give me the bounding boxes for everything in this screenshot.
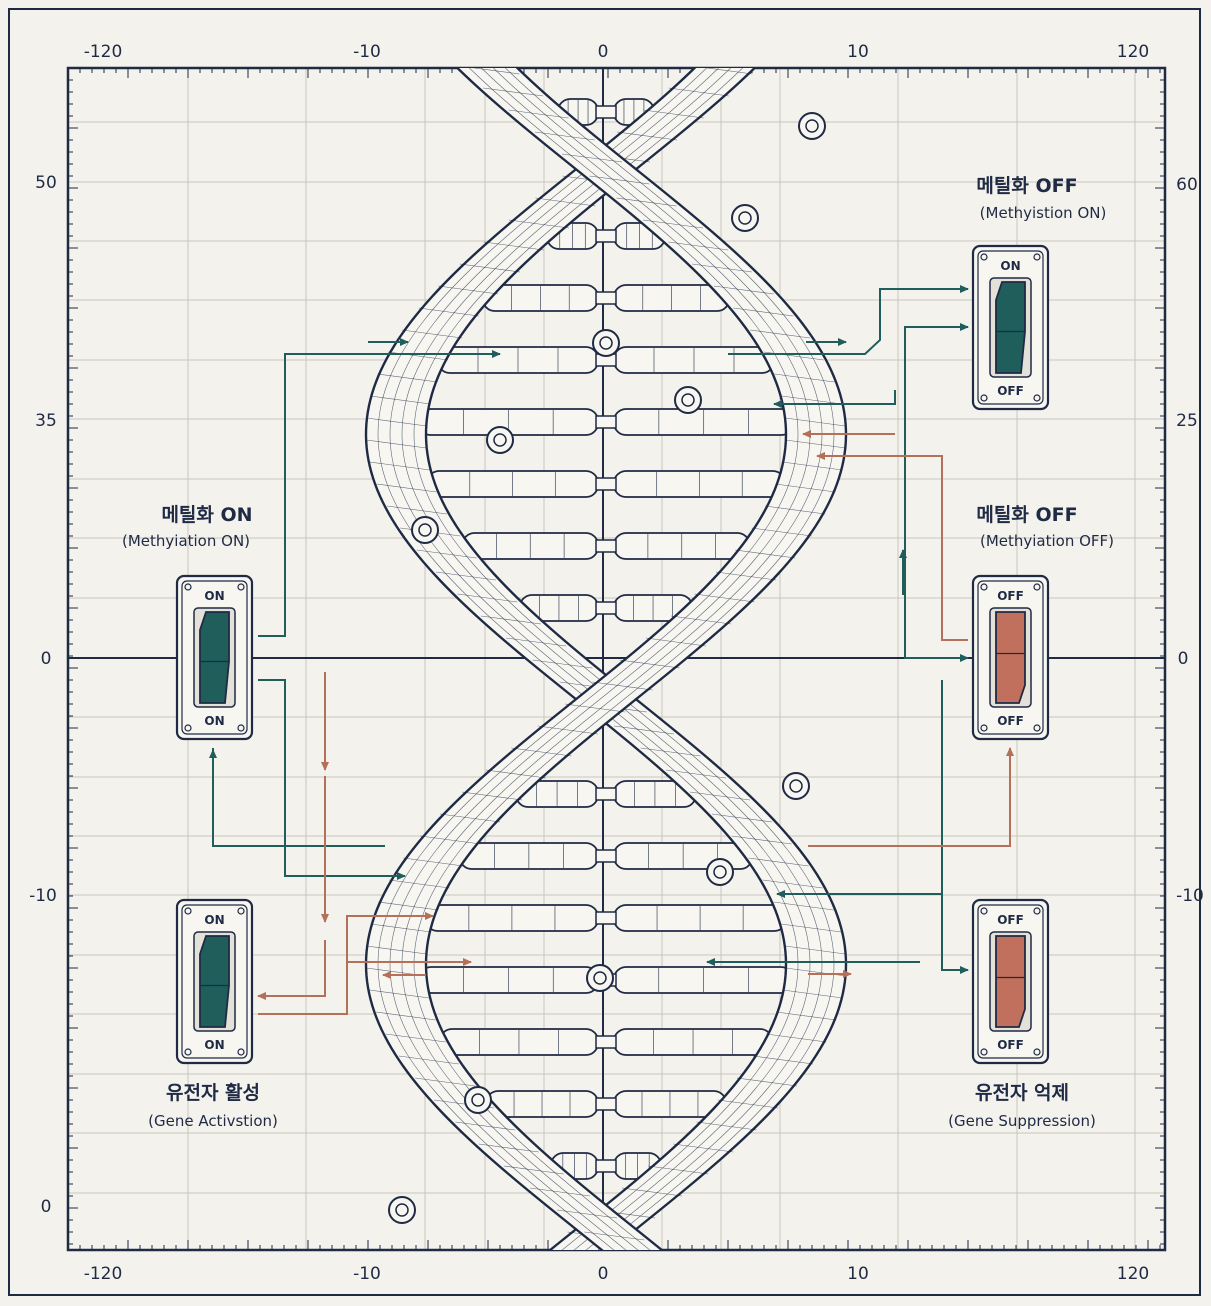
toggle-switch-left-top[interactable]: ON ON xyxy=(177,576,252,739)
switch-top-label: ON xyxy=(204,913,224,927)
base-pair-rung xyxy=(483,285,729,311)
helix-rivet xyxy=(707,859,733,885)
switch-lever[interactable] xyxy=(996,282,1025,373)
right-tick-label: -10 xyxy=(1176,886,1204,906)
right-tick-label: 0 xyxy=(1178,649,1189,669)
helix-rivet xyxy=(389,1197,415,1223)
helix-rivet xyxy=(675,387,701,413)
arrow-connector xyxy=(213,748,385,846)
switch-bottom-label: OFF xyxy=(997,384,1024,398)
base-pair-rung xyxy=(520,595,692,621)
switch-top-label: OFF xyxy=(997,589,1024,603)
left-tick-label: -10 xyxy=(29,886,57,906)
top-tick-label: 0 xyxy=(598,42,609,62)
base-pair-rung xyxy=(486,1091,726,1117)
right-tick-labels: 60 25 0 -10 xyxy=(1176,175,1204,906)
toggle-switch-right-bottom[interactable]: OFF OFF xyxy=(973,900,1048,1063)
label-subtitle: (Gene Activstion) xyxy=(148,1112,278,1130)
switch-top-label: OFF xyxy=(997,913,1024,927)
base-pair-rung xyxy=(462,533,749,559)
switch-top-label: ON xyxy=(204,589,224,603)
bottom-tick-label: -10 xyxy=(353,1264,381,1284)
switch-bottom-label: OFF xyxy=(997,1038,1024,1052)
label-title: 유전자 억제 xyxy=(975,1082,1069,1104)
right-tick-label: 25 xyxy=(1176,411,1198,431)
label-gene-suppression: 유전자 억제 (Gene Suppression) xyxy=(948,1082,1096,1130)
base-pair-rung xyxy=(516,781,696,807)
top-tick-label: 120 xyxy=(1117,42,1149,62)
helix-rivet xyxy=(412,517,438,543)
bottom-tick-label: 120 xyxy=(1117,1264,1149,1284)
switch-lever[interactable] xyxy=(200,936,229,1027)
dna-double-helix xyxy=(366,40,846,1288)
left-tick-label: 0 xyxy=(41,1197,52,1217)
left-tick-label: 0 xyxy=(41,649,52,669)
arrow-connector xyxy=(942,894,968,970)
label-methylation-off-mid: 메틸화 OFF (Methyiation OFF) xyxy=(976,504,1114,550)
helix-rivet xyxy=(732,205,758,231)
label-subtitle: (Gene Suppression) xyxy=(948,1112,1096,1130)
left-tick-label: 35 xyxy=(35,411,57,431)
top-tick-label: -120 xyxy=(84,42,123,62)
top-tick-labels: -120 -10 0 10 120 xyxy=(84,42,1150,62)
arrow-connector xyxy=(258,940,325,996)
bottom-tick-label: 0 xyxy=(598,1264,609,1284)
label-gene-activation: 유전자 활성 (Gene Activstion) xyxy=(148,1082,278,1130)
label-title: 메틸화 OFF xyxy=(976,175,1077,197)
switch-top-label: ON xyxy=(1000,259,1020,273)
switch-group: ON ON ON ON ON OFF OFF OFF OFF OFF xyxy=(177,246,1048,1063)
base-pair-rung xyxy=(440,1029,772,1055)
right-tick-label: 60 xyxy=(1176,175,1198,195)
switch-lever[interactable] xyxy=(996,936,1025,1027)
top-tick-label: 10 xyxy=(847,42,869,62)
label-subtitle: (Methyiation OFF) xyxy=(980,532,1114,550)
helix-rivet xyxy=(487,427,513,453)
helix-rivet xyxy=(587,965,613,991)
arrow-connector xyxy=(817,456,968,640)
left-tick-labels: 50 35 0 -10 0 xyxy=(29,173,57,1217)
arrow-connector xyxy=(808,790,1010,846)
label-title: 메틸화 ON xyxy=(161,504,252,526)
helix-rivet xyxy=(593,330,619,356)
helix-rivet xyxy=(783,773,809,799)
toggle-switch-right-top[interactable]: ON OFF xyxy=(973,246,1048,409)
base-pair-rung xyxy=(426,905,786,931)
switch-lever[interactable] xyxy=(200,612,229,703)
toggle-switch-left-bottom[interactable]: ON ON xyxy=(177,900,252,1063)
arrow-connector xyxy=(905,327,968,640)
bottom-tick-label: -120 xyxy=(84,1264,123,1284)
switch-lever[interactable] xyxy=(996,612,1025,703)
label-title: 유전자 활성 xyxy=(166,1082,260,1104)
helix-rivet xyxy=(799,113,825,139)
label-subtitle: (Methyiation ON) xyxy=(122,532,250,550)
label-title: 메틸화 OFF xyxy=(976,504,1077,526)
switch-bottom-label: ON xyxy=(204,714,224,728)
bottom-tick-label: 10 xyxy=(847,1264,869,1284)
switch-bottom-label: ON xyxy=(204,1038,224,1052)
arrow-connector xyxy=(905,640,968,658)
label-subtitle: (Methyistion ON) xyxy=(980,204,1107,222)
base-pair-rung xyxy=(419,409,794,435)
bottom-tick-labels: -120 -10 0 10 120 xyxy=(84,1264,1150,1284)
base-pair-rung xyxy=(427,471,785,497)
toggle-switch-right-mid[interactable]: OFF OFF xyxy=(973,576,1048,739)
left-tick-label: 50 xyxy=(35,173,57,193)
helix-rivet xyxy=(465,1087,491,1113)
switch-bottom-label: OFF xyxy=(997,714,1024,728)
label-methylation-on: 메틸화 ON (Methyiation ON) xyxy=(122,504,253,550)
top-tick-label: -10 xyxy=(353,42,381,62)
